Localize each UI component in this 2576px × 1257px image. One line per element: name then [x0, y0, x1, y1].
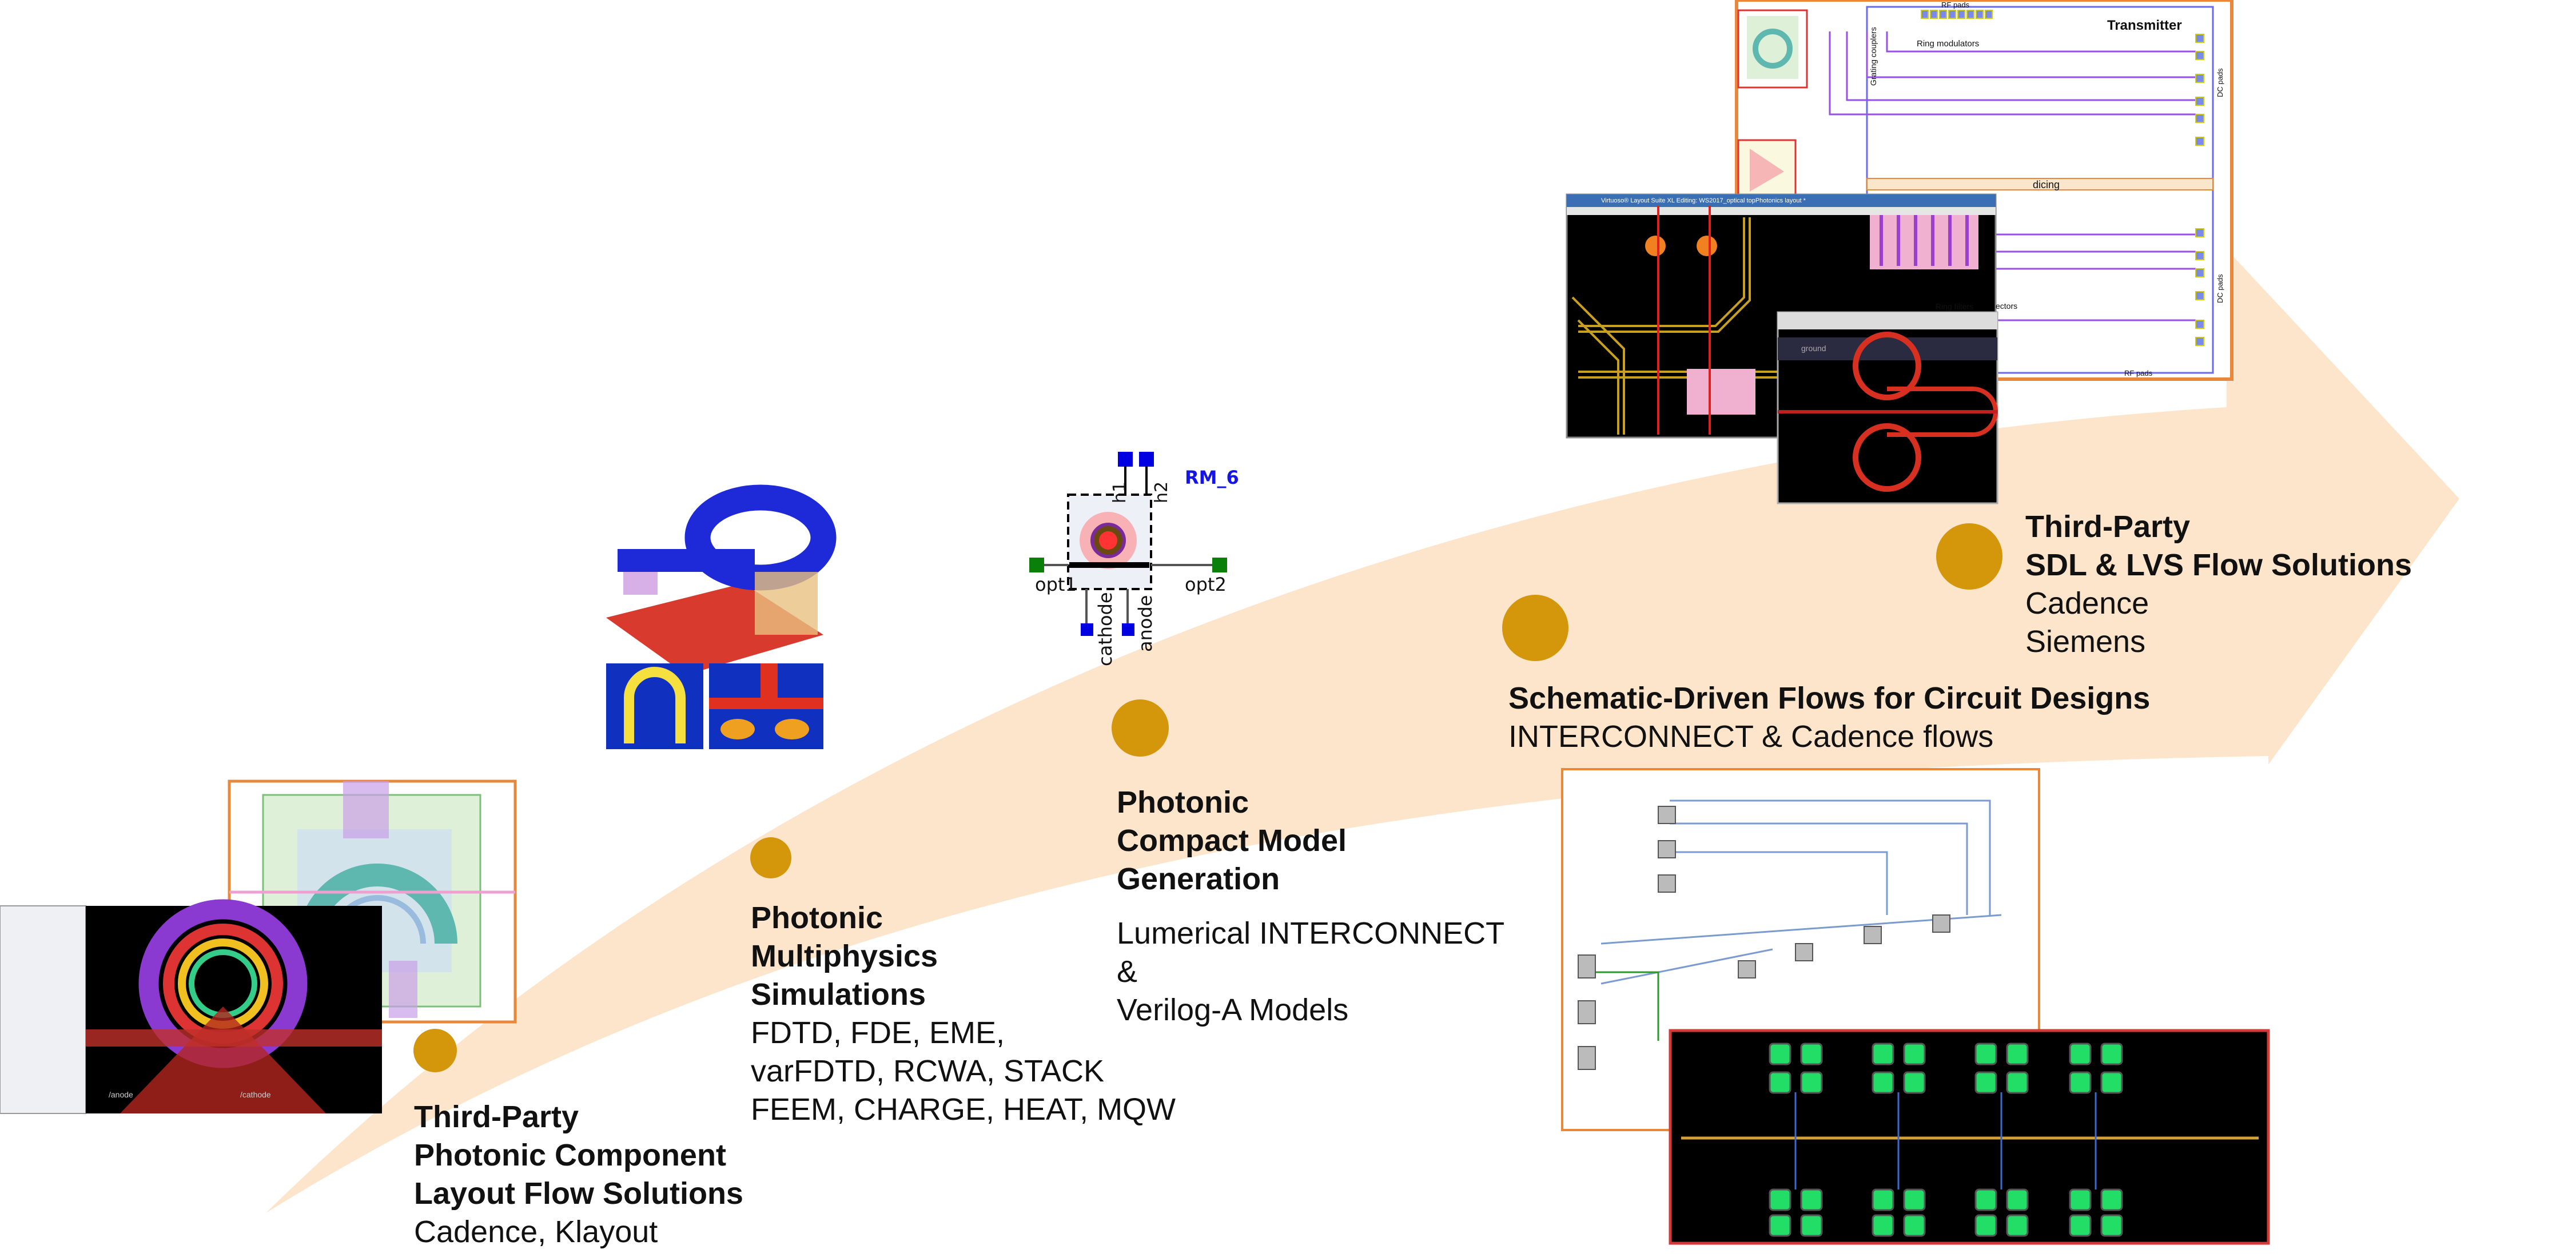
compact-model-symbol: [1029, 452, 1227, 636]
milestone-multiphysics: Photonic Multiphysics Simulations FDTD, …: [751, 899, 1176, 1129]
cathode-layout-label: /cathode: [240, 1090, 271, 1099]
chip-title: Transmitter: [2107, 18, 2182, 33]
rf-pads-bottom-label: RF pads: [2124, 369, 2153, 377]
rf-pads-top-label: RF pads: [1941, 1, 1970, 9]
milestone-title-line: Simulations: [751, 977, 926, 1012]
circuit-layout-screenshot: [1669, 1029, 2270, 1245]
milestone-body-line: Cadence: [2025, 586, 2149, 620]
milestone-body-line: Cadence, Klayout: [414, 1215, 658, 1249]
ring-modulators-label: Ring modulators: [1917, 39, 1980, 49]
virtuoso-window-title: Virtuoso® Layout Suite XL Editing: WS201…: [1601, 197, 1806, 204]
milestone-title-line: Compact Model: [1117, 824, 1347, 858]
milestone-body-line: FDTD, FDE, EME,: [751, 1016, 1005, 1050]
milestone-title-line: Third-Party: [414, 1100, 579, 1134]
milestone-layout-flow: Third-Party Photonic Component Layout Fl…: [414, 1098, 743, 1251]
milestone-schematic-flows: Schematic-Driven Flows for Circuit Desig…: [1508, 679, 2150, 756]
milestone-title-line: Photonic Component: [414, 1138, 726, 1172]
port-h1-label: h1: [1110, 481, 1130, 503]
milestone-title-line: Layout Flow Solutions: [414, 1176, 743, 1211]
ring-layout-screenshot: [1777, 311, 1998, 504]
port-h2-label: h2: [1152, 481, 1172, 503]
milestone-dot-4: [1502, 595, 1568, 661]
port-opt2-label: opt2: [1185, 574, 1227, 595]
milestone-title-line: Schematic-Driven Flows for Circuit Desig…: [1508, 681, 2151, 715]
multiphysics-3d-image: [606, 484, 837, 749]
milestone-body-line: Verilog-A Models: [1117, 993, 1349, 1027]
milestone-sdl-lvs: Third-Party SDL & LVS Flow Solutions Cad…: [2025, 508, 2412, 661]
milestone-body-line: varFDTD, RCWA, STACK: [751, 1054, 1104, 1088]
milestone-title-line: Multiphysics: [751, 939, 938, 973]
dicing-label: dicing: [2033, 179, 2060, 190]
dc-pads-top-label: DC pads: [2216, 68, 2224, 97]
port-cathode-label: cathode: [1094, 592, 1116, 666]
milestone-body-line: &: [1117, 954, 1138, 989]
compact-model-name: RM_6: [1185, 467, 1239, 488]
milestone-compact-model: Photonic Compact Model Generation Lumeri…: [1117, 783, 1504, 1029]
milestone-body-line: INTERCONNECT & Cadence flows: [1508, 719, 1994, 754]
anode-layout-label: /anode: [109, 1090, 133, 1099]
milestone-title-line: SDL & LVS Flow Solutions: [2025, 548, 2412, 582]
milestone-title-line: Third-Party: [2025, 510, 2191, 544]
dc-pads-bottom-label: DC pads: [2216, 274, 2224, 303]
milestone-body-line: Siemens: [2025, 624, 2146, 659]
port-anode-label: anode: [1134, 595, 1156, 652]
ground-label: ground: [1801, 344, 1826, 353]
milestone-body-line: Lumerical INTERCONNECT: [1117, 916, 1505, 950]
detectors-label: ectors: [1996, 301, 2018, 311]
grating-couplers-label: Grating couplers: [1869, 27, 1878, 86]
ring-filters-label: Ring filters: [1936, 302, 1974, 311]
port-opt1-label: opt1: [1035, 574, 1077, 595]
milestone-dot-5: [1936, 523, 2002, 590]
milestone-title-line: Photonic: [1117, 785, 1249, 820]
milestone-title-line: Generation: [1117, 862, 1280, 896]
milestone-body-line: FEEM, CHARGE, HEAT, MQW: [751, 1092, 1176, 1127]
klayout-screenshot: [0, 899, 382, 1114]
milestone-dot-1: [413, 1029, 457, 1072]
milestone-dot-2: [750, 837, 791, 878]
milestone-title-line: Photonic: [751, 901, 883, 935]
milestone-dot-3: [1112, 699, 1169, 757]
